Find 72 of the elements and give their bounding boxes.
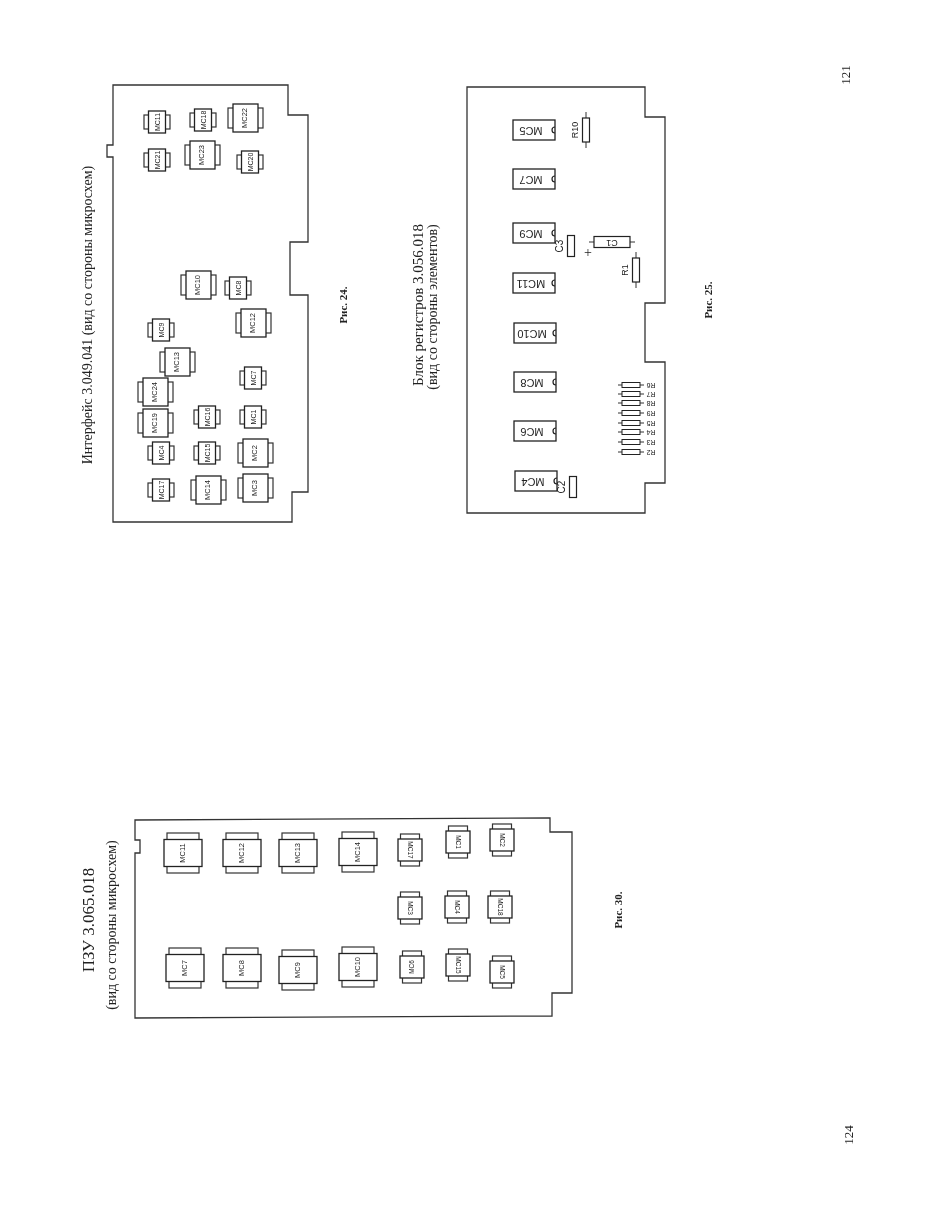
microchip-footprint [190,109,216,131]
microchip-footprint [137,378,173,406]
board-title: (вид со стороны элементов) [426,224,440,390]
microchip-outline [514,372,556,392]
component-label: C1 [606,237,618,247]
chip-label: MC8 [520,376,544,388]
page-number: 121 [838,65,852,85]
chip-label: MC6 [520,425,544,437]
microchip-footprint [237,474,273,502]
chip-label: MC4 [521,475,545,487]
board-title: ПЗУ 3.065.018 [79,867,97,973]
microchip-outline [514,421,556,441]
chip-label: MC5 [519,124,543,136]
microchip-footprint [190,476,226,504]
microchip-footprint [490,956,514,988]
figure-caption: Рис. 30. [612,891,624,929]
microchip-footprint [144,149,170,171]
chip-label: MC9 [519,227,543,239]
chip-label: MC11 [516,277,546,289]
microchip-footprint [400,951,424,983]
microchip-footprint [237,151,263,173]
microchip-footprint [235,309,271,337]
microchip-outline [513,223,555,243]
microchip-footprint [227,104,263,132]
microchip-footprint [225,277,251,299]
microchip-footprint [148,319,174,341]
microchip-footprint [237,439,273,467]
microchip-footprint [137,409,173,437]
microchip-outline [514,323,556,343]
board-title: (вид со стороны микросхем) [105,840,119,1010]
polarity-mark: + [584,246,592,260]
microchip-footprint [148,479,174,501]
microchip-footprint [144,111,170,133]
microchip-footprint [339,947,377,987]
microchip-footprint [490,824,514,856]
microchip-footprint [445,891,469,923]
board-title: Интерфейс 3.049.041 (вид со стороны микросхем) [81,165,95,465]
microchip-footprint [240,367,266,389]
microchip-footprint [240,406,266,428]
microchip-outline [513,169,555,189]
microchip-footprint [166,948,204,988]
microchip-footprint [194,442,220,464]
microchip-footprint [148,442,174,464]
microchip-footprint [184,141,220,169]
board-title: Блок регистров 3.056.018 [410,224,426,386]
microchip-outline [515,471,557,491]
microchip-footprint [279,833,317,873]
microchip-footprint [223,833,261,873]
microchip-outline [513,273,555,293]
figure-caption: Рис. 24. [337,286,349,324]
microchip-footprint [398,892,422,924]
microchip-footprint [339,832,377,872]
component-label: C2 [557,480,567,494]
microchip-footprint [446,826,470,858]
microchip-footprint [223,948,261,988]
microchip-footprint [398,834,422,866]
chip-label: MC10 [517,327,547,339]
microchip-outline [513,120,555,140]
component-label: R10 [570,121,580,139]
chip-label: MC7 [519,173,543,185]
microchip-footprint [164,833,202,873]
component-label: C3 [555,239,565,253]
component-label: R1 [620,264,630,276]
capacitor-symbol [589,236,635,248]
microchip-footprint [279,950,317,990]
microchip-footprint [180,271,216,299]
figure-caption: Рис. 25. [702,281,714,319]
page-number: 124 [841,1125,855,1145]
microchip-footprint [194,406,220,428]
microchip-footprint [159,348,195,376]
microchip-footprint [488,891,512,923]
microchip-footprint [446,949,470,981]
